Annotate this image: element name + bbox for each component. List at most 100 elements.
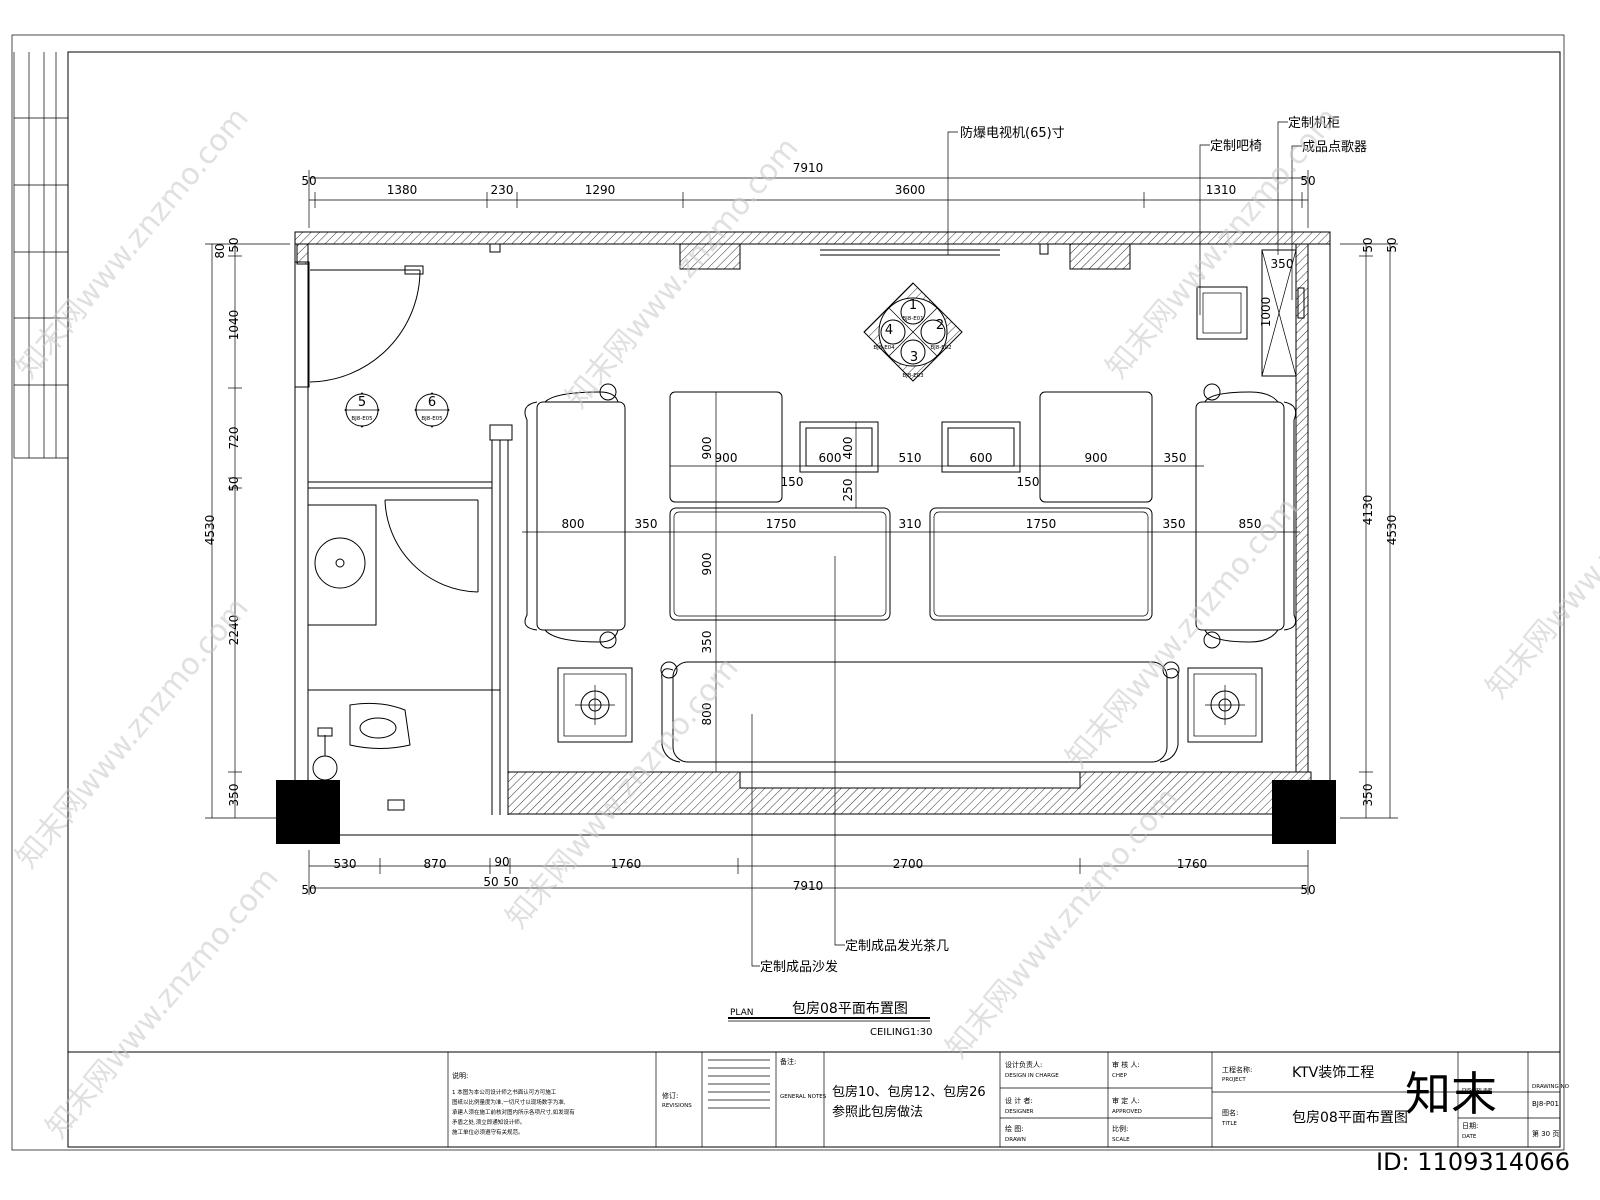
- dim-left-seg-5: 350: [227, 784, 241, 807]
- watermark-id: ID: 1109314066: [1376, 1148, 1570, 1176]
- dim-int-r1b-1: 150: [781, 475, 804, 489]
- callouts: 防爆电视机(65)寸 定制吧椅 定制机柜 成品点歌器 定制成品发光茶几 定制成品…: [751, 116, 1367, 975]
- notes-line-1: 1 本图为本公司设计师之书面认可方可施工: [452, 1088, 557, 1096]
- dim-top-seg-3: 1290: [585, 183, 616, 197]
- approved-en: APPROVED: [1112, 1109, 1142, 1115]
- plan-title-en: PLAN: [730, 1008, 754, 1018]
- callout-jukebox: 成品点歌器: [1302, 140, 1367, 155]
- design-in-charge-cn: 设计负责人:: [1005, 1060, 1042, 1069]
- dim-bottom-seg-6: 1760: [1177, 857, 1208, 871]
- watermark-text-6: 知末网www.znzmo.com: [939, 781, 1185, 1065]
- date-cn: 日期:: [1462, 1122, 1478, 1130]
- designer-en: DESIGNER: [1005, 1109, 1034, 1115]
- index-num-4: 4: [885, 323, 893, 338]
- dim-right-inner: 4130: [1361, 495, 1375, 526]
- title-value: 包房08平面布置图: [1292, 1110, 1408, 1126]
- room-walls: [276, 231, 1336, 844]
- notes-line-4: 矛盾之处,须立即通知设计师。: [452, 1118, 525, 1126]
- general-notes-cn: 备注:: [780, 1057, 796, 1066]
- dim-bottom-sub-2: 50: [503, 875, 518, 889]
- dim-int-vert-4: 800: [700, 703, 714, 726]
- watermark-text-8: 知末网www.znzmo.com: [39, 861, 285, 1145]
- dimensions-interior: 900 600 400 510 600 900 350 150 250 150 …: [522, 257, 1300, 772]
- notes-line-2: 图纸以比例量度为准,一切尺寸以现场数字为准,: [452, 1098, 566, 1106]
- index-num-6: 6: [428, 395, 436, 410]
- scale-cn: 比例:: [1112, 1124, 1128, 1133]
- dimensions-bottom: 530 870 90 1760 2700 1760 50 50 50 7910 …: [301, 850, 1316, 897]
- dim-bottom-seg-3: 90: [494, 855, 509, 869]
- discipline-en: DISCIPLINE: [1462, 1088, 1493, 1094]
- plan-scale: CEILING1:30: [870, 1027, 932, 1038]
- dim-left-seg-3: 50: [227, 476, 241, 491]
- general-notes-text-2: 参照此包房做法: [832, 1104, 923, 1120]
- dim-int-r1-2: 600: [819, 451, 842, 465]
- project-en: PROJECT: [1222, 1077, 1246, 1083]
- dim-int-r2-4: 310: [899, 517, 922, 531]
- callout-tea-table: 定制成品发光茶几: [845, 938, 949, 954]
- dim-int-r1-6: 900: [1085, 451, 1108, 465]
- watermark-text-4: 知末网www.znzmo.com: [9, 591, 255, 875]
- callout-cabinet: 定制机柜: [1288, 116, 1340, 131]
- dim-bottom-seg-4: 1760: [611, 857, 642, 871]
- dim-bottom-edge-left: 50: [301, 883, 316, 897]
- callout-bar-chair: 定制吧椅: [1210, 139, 1262, 154]
- index-num-3: 3: [910, 350, 918, 365]
- dim-bottom-sub-1: 50: [483, 875, 498, 889]
- dim-int-r1-5: 600: [970, 451, 993, 465]
- index-ref-5: BJ8-E05: [351, 416, 373, 422]
- dim-int-r2-7: 850: [1239, 517, 1262, 531]
- date-en: DATE: [1462, 1134, 1477, 1140]
- dim-top-seg-2: 230: [491, 183, 514, 197]
- project-cn: 工程名称:: [1222, 1065, 1252, 1074]
- dim-bottom-total: 7910: [793, 879, 824, 893]
- index-num-1: 1: [909, 298, 917, 313]
- dim-int-r1b-3: 150: [1017, 475, 1040, 489]
- designer-cn: 设 计 者:: [1005, 1096, 1033, 1105]
- dim-left-top-2: 50: [227, 237, 241, 252]
- title-block: 说明: 1 本图为本公司设计师之书面认可方可施工 图纸以比例量度为准,一切尺寸以…: [68, 1051, 1570, 1147]
- watermark-text-2: 知末网www.znzmo.com: [559, 131, 805, 415]
- check-en: CHEP: [1112, 1073, 1127, 1079]
- index-ref-3: BJ8-E03: [902, 373, 924, 379]
- revisions-en: REVISIONS: [662, 1103, 692, 1109]
- drawn-en: DRAWN: [1005, 1137, 1026, 1143]
- dim-top-seg-5: 1310: [1206, 183, 1237, 197]
- check-cn: 审 核 人:: [1112, 1060, 1140, 1069]
- title-cn: 图名:: [1222, 1108, 1238, 1117]
- page-number: 第 30 页: [1532, 1129, 1559, 1138]
- dim-top-seg-4: 3600: [895, 183, 926, 197]
- elevation-index-6: 6 BJ8-E05: [414, 392, 450, 428]
- elevation-index-5: 5 BJ8-E05: [344, 392, 380, 428]
- dim-top-edge-left: 50: [301, 174, 316, 188]
- scale-en: SCALE: [1112, 1137, 1130, 1143]
- dim-int-r2-2: 350: [635, 517, 658, 531]
- dimensions-left: 80 50 1040 720 50 2240 350 4530: [203, 237, 290, 819]
- drawing-no: BJ8-P01: [1532, 1100, 1559, 1108]
- watermark-logo: 知末: [1405, 1067, 1497, 1121]
- index-ref-2: BJ8-E02: [930, 345, 951, 351]
- design-in-charge-en: DESIGN IN CHARGE: [1005, 1073, 1059, 1079]
- dim-int-r2-6: 350: [1163, 517, 1186, 531]
- watermark-text-7: 知末网www.znzmo.com: [1059, 491, 1305, 775]
- index-ref-4: BJ8-E04: [873, 345, 895, 351]
- notes-line-3: 承建人须在施工前核对图内所示各项尺寸,如发现有: [452, 1108, 575, 1116]
- title-en: TITLE: [1221, 1121, 1237, 1127]
- dim-int-r1-7: 350: [1164, 451, 1187, 465]
- index-ref-1: BJ8-E01: [902, 316, 923, 322]
- elevation-index-symbol-group: 1 BJ8-E01 2 BJ8-E02 3 BJ8-E03 4 BJ8-E04: [863, 282, 963, 382]
- dim-right-bottom: 350: [1361, 784, 1375, 807]
- approved-cn: 审 定 人:: [1112, 1096, 1140, 1105]
- drawing-no-label: DRAWING NO: [1532, 1084, 1570, 1090]
- dim-left-seg-1: 1040: [227, 310, 241, 341]
- dim-int-vert-3: 350: [700, 631, 714, 654]
- project-value: KTV装饰工程: [1292, 1065, 1374, 1081]
- dim-int-r1-1: 900: [715, 451, 738, 465]
- dim-bottom-edge-right: 50: [1300, 883, 1315, 897]
- dim-top-edge-right: 50: [1300, 174, 1315, 188]
- plan-title: PLAN 包房08平面布置图 CEILING1:30: [728, 1001, 932, 1038]
- watermark-text-1: 知末网www.znzmo.com: [9, 101, 255, 385]
- dim-left-total: 4530: [203, 515, 217, 546]
- notes-head: 说明:: [452, 1071, 468, 1080]
- dim-right-total: 4530: [1385, 515, 1399, 546]
